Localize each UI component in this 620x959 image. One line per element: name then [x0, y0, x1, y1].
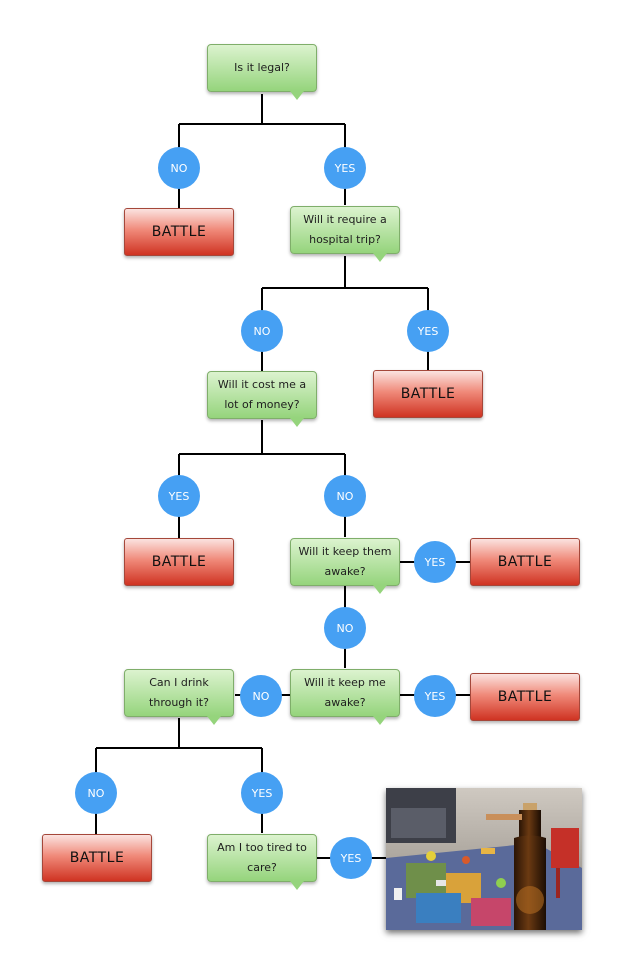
answer-yes: YES	[414, 541, 456, 583]
answer-no: NO	[324, 607, 366, 649]
answer-no: NO	[158, 147, 200, 189]
question-too-tired: Am I too tired to care?	[207, 834, 317, 890]
answer-yes: YES	[324, 147, 366, 189]
battle-outcome: BATTLE	[470, 538, 580, 586]
answer-yes: YES	[407, 310, 449, 352]
question-keep-them-awake: Will it keep them awake?	[290, 538, 400, 594]
question-hospital-trip: Will it require a hospital trip?	[290, 206, 400, 262]
battle-outcome: BATTLE	[124, 208, 234, 256]
answer-no: NO	[324, 475, 366, 517]
question-text: Is it legal?	[234, 61, 290, 74]
battle-outcome: BATTLE	[42, 834, 152, 882]
answer-no: NO	[75, 772, 117, 814]
answer-yes: YES	[158, 475, 200, 517]
question-text: Will it keep them awake?	[298, 545, 392, 578]
question-text: Will it keep me awake?	[304, 676, 386, 709]
answer-yes: YES	[330, 837, 372, 879]
battle-outcome: BATTLE	[124, 538, 234, 586]
question-text: Am I too tired to care?	[217, 841, 307, 874]
answer-yes: YES	[241, 772, 283, 814]
question-is-it-legal: Is it legal?	[207, 44, 317, 100]
answer-no: NO	[240, 675, 282, 717]
question-text: Will it require a hospital trip?	[303, 213, 387, 246]
question-keep-me-awake: Will it keep me awake?	[290, 669, 400, 725]
messy-room-photo	[386, 788, 582, 930]
question-text: Will it cost me a lot of money?	[217, 378, 307, 411]
question-drink-through-it: Can I drink through it?	[124, 669, 234, 725]
question-text: Can I drink through it?	[149, 676, 209, 709]
battle-outcome: BATTLE	[373, 370, 483, 418]
battle-outcome: BATTLE	[470, 673, 580, 721]
question-cost-money: Will it cost me a lot of money?	[207, 371, 317, 427]
answer-no: NO	[241, 310, 283, 352]
answer-yes: YES	[414, 675, 456, 717]
